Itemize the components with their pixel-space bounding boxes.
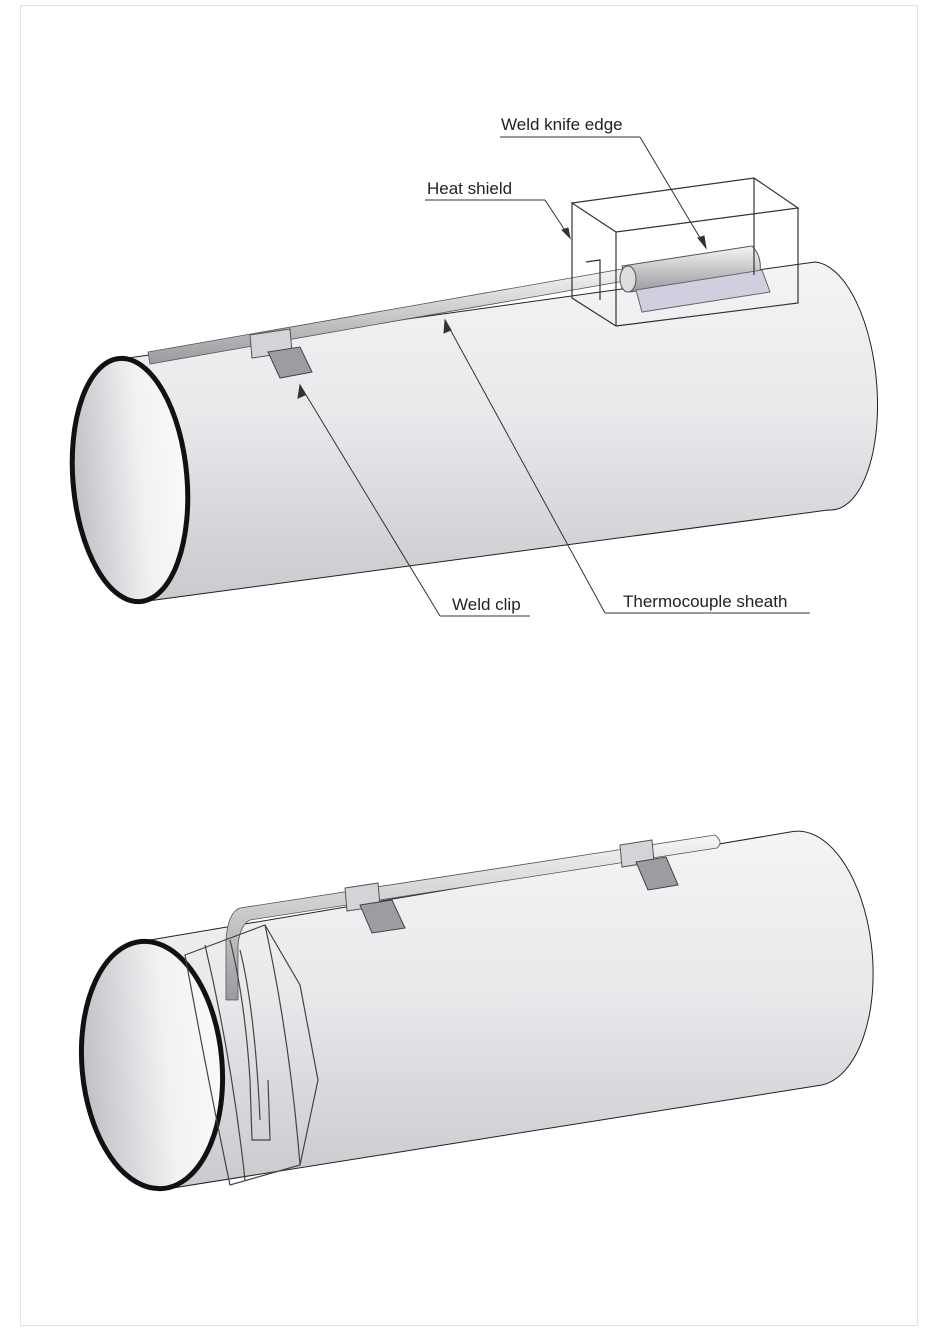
bottom-pipe <box>78 830 874 1192</box>
label-weld-knife-edge: Weld knife edge <box>501 115 623 134</box>
page-frame <box>20 5 918 1326</box>
heat-shield-box <box>570 177 800 327</box>
weld-clip-bottom <box>344 839 679 934</box>
leader-lines-top <box>297 136 810 617</box>
heat-shield-bottom <box>184 924 319 1186</box>
label-weld-clip: Weld clip <box>452 595 521 614</box>
top-pipe <box>69 261 879 605</box>
thermocouple-sheath-bottom <box>225 834 721 1001</box>
weld-knife-edge <box>619 245 771 313</box>
weld-clip-top <box>249 328 313 379</box>
label-heat-shield: Heat shield <box>427 179 513 198</box>
label-thermocouple-sheath: Thermocouple sheath <box>623 592 788 611</box>
